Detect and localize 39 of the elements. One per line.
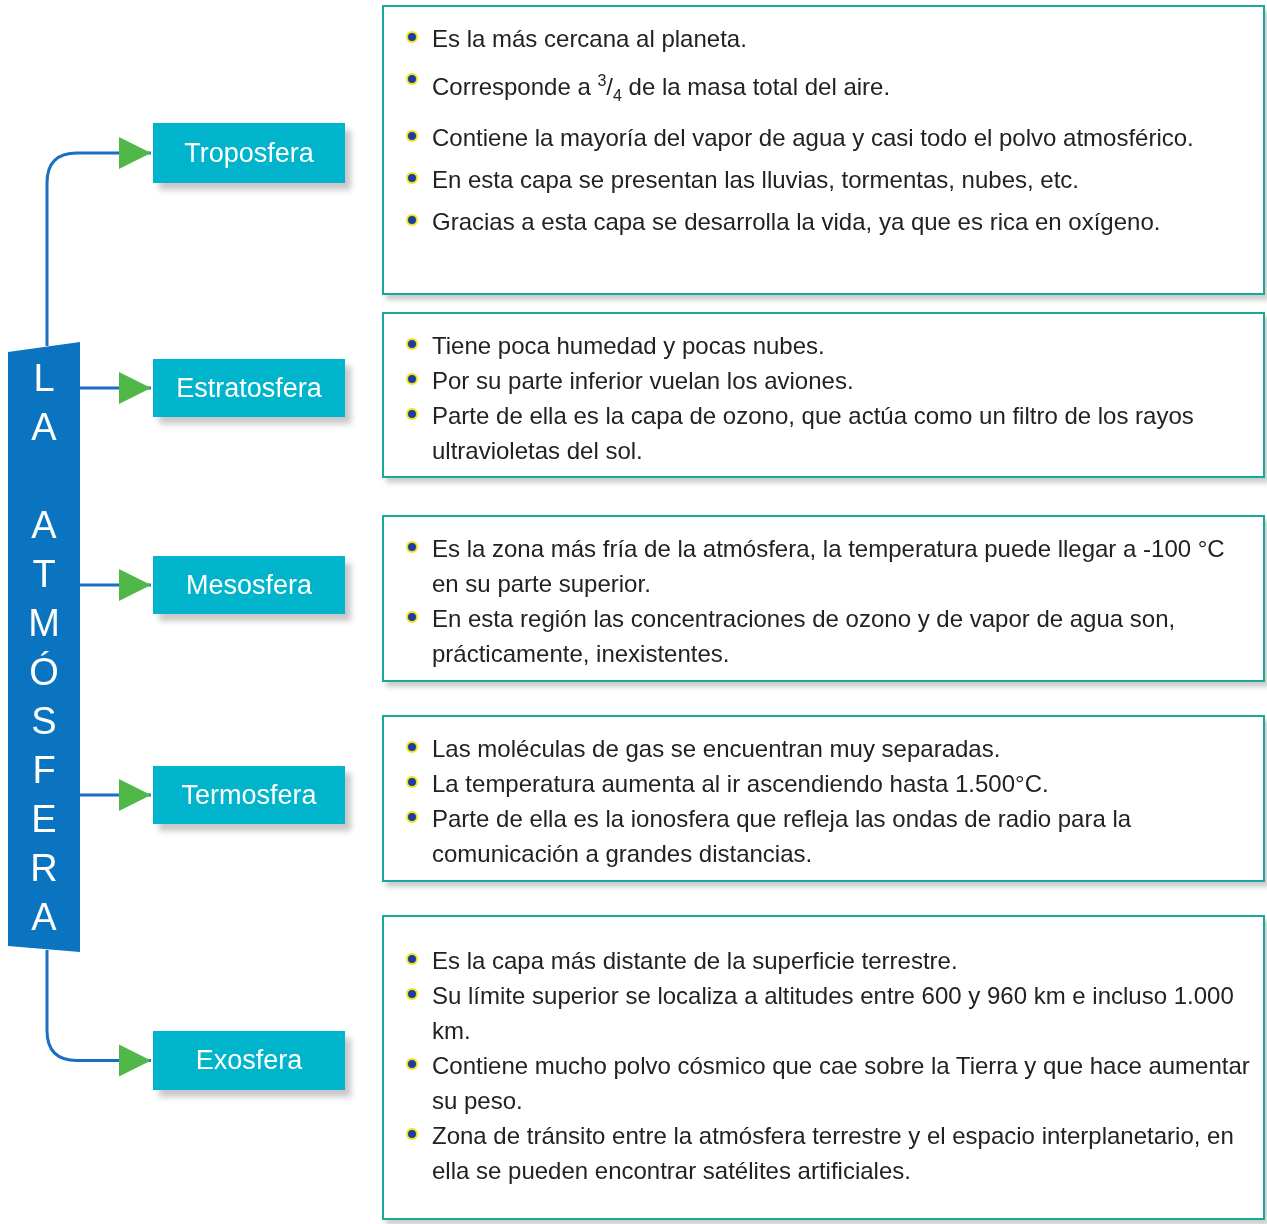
layer-label-box — [153, 123, 345, 183]
layer-label-box — [153, 359, 345, 417]
layer-name: Troposfera — [184, 137, 314, 169]
info-box — [382, 312, 1265, 478]
bullet-text: En esta región las concentraciones de ozono y de vapor de agua son, prácticamente, inexistentes. — [432, 604, 1177, 669]
layer-label-box — [153, 766, 345, 824]
bullet-text: Parte de ella es la ionosfera que refleja las ondas de radio para la comunicación a grandes distancias. — [432, 804, 1133, 869]
arrow — [45, 950, 151, 1077]
bullet-text: Es la más cercana al planeta. — [432, 24, 747, 54]
bullet-text: Contiene la mayoría del vapor de agua y casi todo el polvo atmosférico. — [432, 122, 1194, 153]
bullet-text: Es la capa más distante de la superficie terrestre. — [432, 946, 958, 976]
bullet-text: Las moléculas de gas se encuentran muy separadas. — [432, 734, 1001, 764]
info-box — [382, 915, 1265, 1220]
info-box — [382, 715, 1265, 882]
bullet-text: Corresponde a $^{3}$/$_{4}$ de la masa total del aire. — [432, 71, 891, 106]
arrow — [45, 137, 151, 346]
info-box — [382, 5, 1265, 295]
bullet-text: Contiene mucho polvo cósmico que cae sobre la Tierra y que hace aumentar su peso. — [432, 1051, 1251, 1116]
layer-name: Exosfera — [195, 1045, 303, 1076]
bullet-text: Por su parte inferior vuelan los aviones. — [432, 366, 854, 396]
info-box — [382, 515, 1265, 682]
arrow — [80, 569, 151, 601]
bullet-text: Su límite superior se localiza a altitudes entre 600 y 960 km e incluso 1.000 km. — [432, 981, 1235, 1046]
bullet-text: En esta capa se presentan las lluvias, tormentas, nubes, etc. — [432, 164, 1080, 195]
bullet-text: Zona de tránsito entre la atmósfera terrestre y el espacio interplanetario, en ella se pueden encontrar satélites artificiales. — [432, 1121, 1235, 1186]
vertical-title: LA ATMÓSFERA — [27, 356, 61, 940]
bullet-text: Parte de ella es la capa de ozono, que actúa como un filtro de los rayos ultravioletas del sol. — [432, 401, 1195, 466]
layer-label-box — [153, 556, 345, 614]
bullet-text: La temperatura aumenta al ir ascendiendo hasta 1.500°C. — [432, 769, 1049, 799]
arrow — [80, 372, 151, 404]
layer-label-box — [153, 1031, 345, 1090]
layer-name: Termosfera — [181, 779, 317, 811]
title-banner — [8, 342, 80, 952]
bullet-text: Gracias a esta capa se desarrolla la vida, ya que es rica en oxígeno. — [432, 206, 1161, 237]
layer-name: Estratosfera — [176, 372, 322, 404]
bullet-text: Es la zona más fría de la atmósfera, la temperatura puede llegar a -100 °C en su parte superior. — [432, 534, 1226, 599]
arrow — [80, 779, 151, 811]
bullet-text: Tiene poca humedad y pocas nubes. — [432, 331, 825, 361]
layer-name: Mesosfera — [185, 569, 313, 601]
